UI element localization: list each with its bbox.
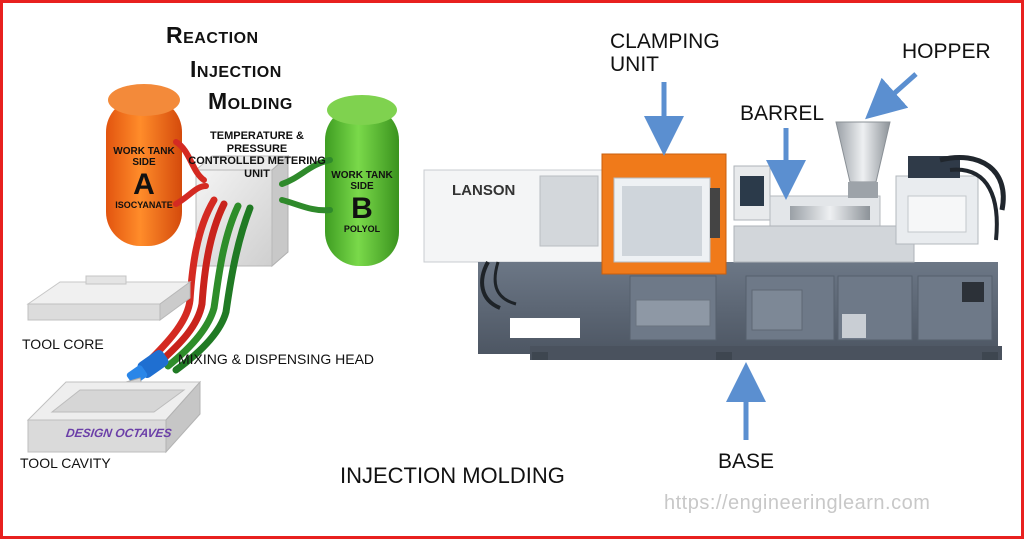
barrel-label: BARREL (740, 102, 825, 125)
tank-a-line-1: WORK TANK (113, 146, 175, 157)
tank-a (106, 84, 182, 246)
pointer-arrows (644, 72, 918, 440)
tool-cavity-label: TOOL CAVITY (20, 455, 111, 471)
tank-b-label: WORK TANK SIDE B POLYOL (325, 170, 399, 235)
watermark: https://engineeringlearn.com (664, 492, 931, 514)
tank-a-line-2: SIDE (132, 157, 156, 168)
feed-hoses (148, 196, 254, 374)
mixing-head-label: MIXING & DISPENSING HEAD (178, 351, 375, 367)
metering-unit-label-line-1: TEMPERATURE & PRESSURE (210, 130, 304, 155)
hopper-arrow (865, 72, 918, 120)
clamping-unit-label-line-2: UNIT (610, 53, 659, 77)
clamping-unit-label-line-1: CLAMPING (610, 30, 720, 53)
tool-core-label: TOOL CORE (22, 336, 104, 352)
tool-core (26, 275, 192, 321)
tool-cavity (26, 380, 202, 454)
hopper-label: HOPPER (902, 40, 991, 63)
title-line-3: Molding (208, 88, 293, 114)
metering-unit-label: TEMPERATURE & PRESSURE CONTROLLED METERI… (182, 130, 332, 181)
machine-brand: LANSON (452, 182, 516, 199)
base-label: BASE (718, 450, 775, 473)
metering-unit-label-line-2: CONTROLLED METERING UNIT (188, 155, 326, 180)
injection-molding-machine (423, 121, 1006, 360)
cavity-stamp: DESIGN OCTAVES (65, 426, 173, 440)
injection-molding-caption: INJECTION MOLDING (340, 463, 565, 488)
title-line-2: Injection (190, 56, 282, 82)
tank-a-chemical: ISOCYANATE (115, 200, 173, 210)
tank-a-letter: A (133, 168, 155, 201)
tank-a-label: WORK TANK SIDE A ISOCYANATE (106, 146, 182, 211)
tank-hoses (173, 139, 333, 214)
title-line-1: Reaction (166, 22, 259, 48)
tank-b-line-1: WORK TANK (331, 170, 393, 181)
tank-b (325, 95, 399, 266)
clamping-unit-label: CLAMPING UNIT (610, 30, 720, 76)
tank-b-chemical: POLYOL (343, 224, 381, 234)
tank-b-letter: B (351, 192, 373, 225)
tank-b-line-2: SIDE (350, 181, 374, 192)
